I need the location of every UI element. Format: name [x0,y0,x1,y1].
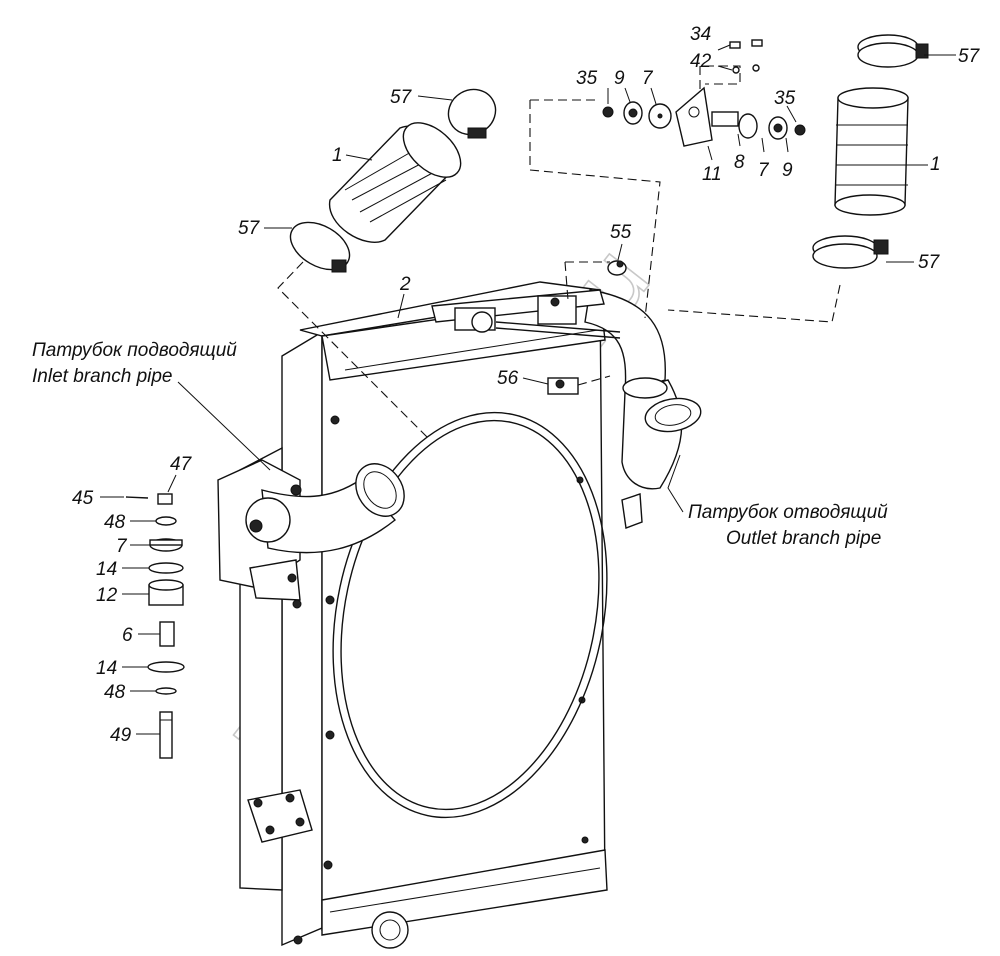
captions: Патрубок подводящий Inlet branch pipe Па… [32,340,888,549]
callout-48: 48 [104,682,126,703]
inlet-branch-pipe [217,459,405,609]
hose-right [834,87,909,216]
callout-57: 57 [238,218,261,239]
callout-14: 14 [96,658,117,679]
mount-stack-parts [125,493,185,759]
clamp-57-right-upper [857,34,929,68]
callout-48: 48 [104,512,126,533]
top-hose [431,289,621,339]
callout-35: 35 [576,68,598,89]
callout-55: 55 [610,222,632,243]
callout-57: 57 [390,87,413,108]
callout-57: 57 [958,46,981,67]
clamp-57-lower [289,221,351,273]
callout-49: 49 [110,725,132,746]
callout-14: 14 [96,559,117,580]
callout-45: 45 [72,488,94,509]
callout-1: 1 [332,145,343,166]
clip-56 [547,377,579,395]
callout-7: 7 [758,160,770,181]
clip-55 [607,260,627,276]
callout-1: 1 [930,154,941,175]
outlet-caption-en: Outlet branch pipe [726,528,881,549]
callout-47: 47 [170,454,193,475]
callouts: 57 1 57 2 35 9 7 34 42 35 11 8 7 9 57 1 … [72,24,981,746]
callout-9: 9 [614,68,625,89]
callout-35: 35 [774,88,796,109]
outlet-caption-ru: Патрубок отводящий [688,502,888,523]
assembly-lines [277,65,841,441]
outlet-branch-pipe [584,289,702,490]
radiator-core [239,281,643,949]
callout-9: 9 [782,160,793,181]
hose-upper-left [329,122,462,243]
callout-56: 56 [497,368,519,389]
callout-7: 7 [642,68,654,89]
callout-12: 12 [96,585,118,606]
clamp-57-right-lower [812,235,889,269]
callout-8: 8 [734,152,745,173]
bracket-assembly-parts [602,39,806,147]
callout-11: 11 [702,164,722,185]
callout-57: 57 [918,252,941,273]
inlet-caption-en: Inlet branch pipe [32,366,173,387]
callout-2: 2 [399,274,411,295]
callout-42: 42 [690,51,712,72]
clamp-57-upper [447,88,497,139]
callout-7: 7 [116,536,128,557]
inlet-caption-ru: Патрубок подводящий [32,340,237,361]
leader-lines [100,44,956,735]
callout-34: 34 [690,24,711,45]
callout-6: 6 [122,625,133,646]
